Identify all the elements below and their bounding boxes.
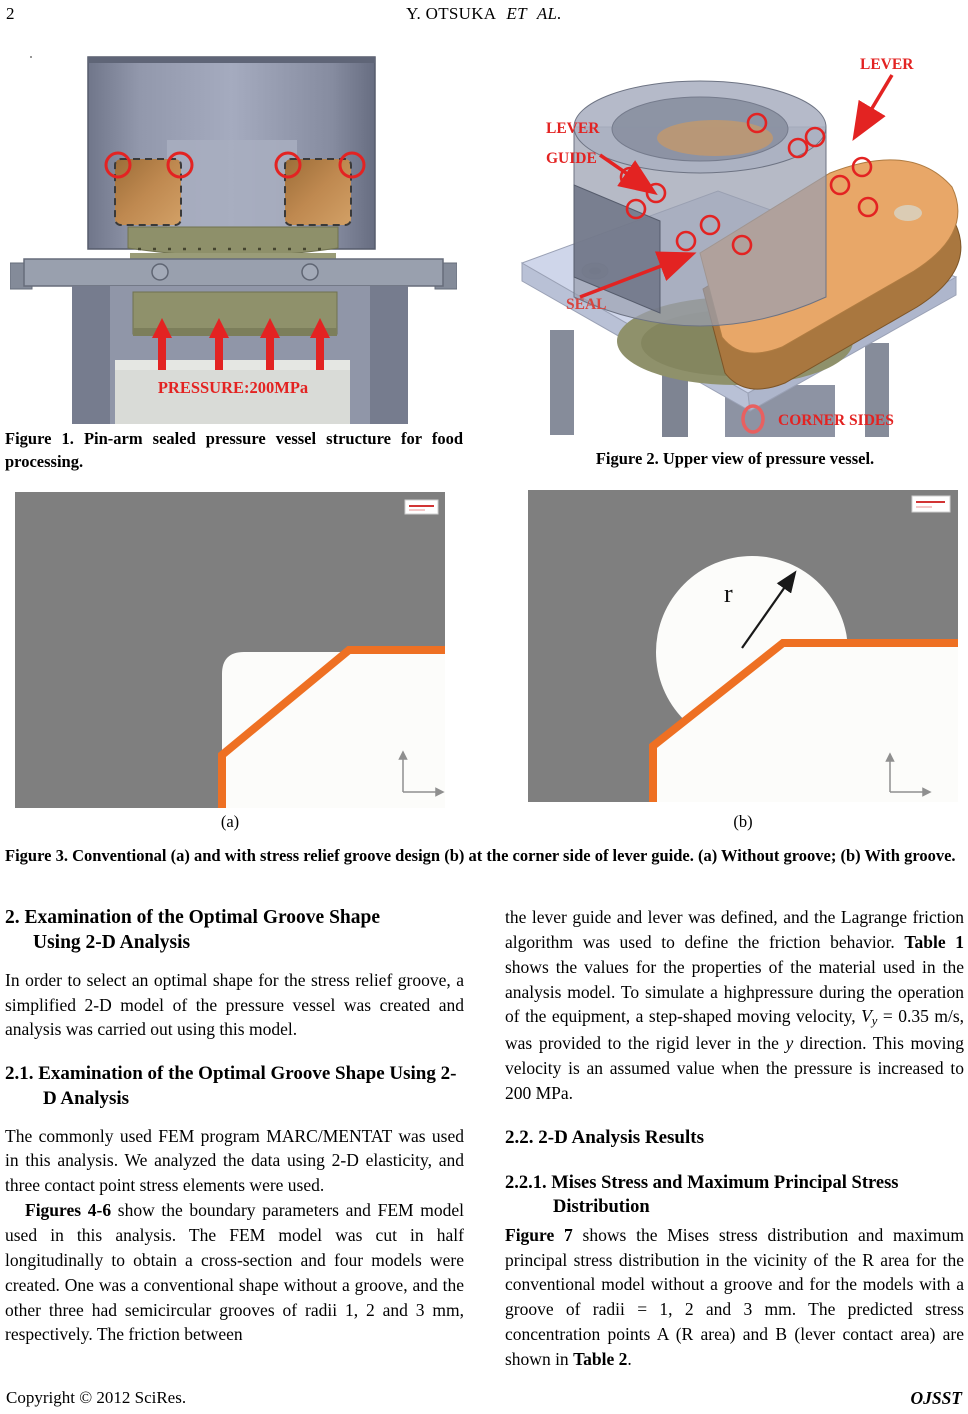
left-column: 2. Examination of the Optimal Groove Sha… bbox=[5, 905, 464, 1347]
running-head-authors: Y. OTSUKA bbox=[406, 4, 497, 23]
running-head-et: ET bbox=[506, 4, 527, 23]
table-1-ref: Table 1 bbox=[904, 931, 964, 952]
paragraph-fem-model: Figures 4-6 show the boundary parameters… bbox=[5, 1200, 464, 1345]
axis-glyph bbox=[885, 752, 932, 797]
panel-b-tag: (b) bbox=[733, 812, 753, 831]
scan-artifact-dot bbox=[30, 56, 32, 58]
pressure-arrows bbox=[152, 318, 330, 370]
section-heading-2: 2. Examination of the Optimal Groove Sha… bbox=[5, 907, 381, 954]
panel-a-tag: (a) bbox=[220, 812, 240, 831]
table-2-ref: Table 2 bbox=[573, 1348, 628, 1369]
footer-copyright: Copyright © 2012 SciRes. bbox=[6, 1388, 187, 1407]
annotation-arrows bbox=[579, 74, 894, 299]
seal-label: SEAL bbox=[566, 296, 607, 313]
lever-guide-label-line2: GUIDE bbox=[546, 150, 597, 167]
lever-guide-edge-highlight bbox=[649, 639, 958, 802]
paragraph-friction-velocity: the lever guide and lever was defined, a… bbox=[505, 907, 965, 1104]
figures-4-6-ref: Figures 4-6 bbox=[25, 1200, 112, 1221]
vessel-seal-upper bbox=[127, 226, 339, 260]
vessel-lower-body bbox=[72, 286, 408, 424]
y-direction-symbol: y bbox=[785, 1033, 794, 1054]
figure1-caption: Figure 1. Pin-arm sealed pressure vessel… bbox=[5, 429, 463, 471]
corner-sides-label: CORNER SIDES bbox=[778, 412, 894, 429]
vessel-pins bbox=[114, 158, 352, 226]
running-head-al: AL. bbox=[536, 4, 562, 23]
lever-label: LEVER bbox=[860, 56, 914, 73]
lever-guide-label-line1: LEVER bbox=[546, 120, 600, 137]
figure3-panel-b: r bbox=[528, 490, 958, 802]
lever-guide-edge-highlight bbox=[218, 646, 445, 808]
corner-side-markers bbox=[104, 151, 366, 179]
axis-glyph bbox=[398, 750, 445, 797]
right-column: the lever guide and lever was defined, a… bbox=[505, 905, 964, 1372]
section-heading-2-1: 2.1. Examination of the Optimal Groove S… bbox=[5, 1063, 457, 1109]
figure3-panel-a bbox=[15, 492, 445, 808]
paragraph-groove-intro: In order to select an optimal shape for … bbox=[5, 969, 464, 1040]
cross-section-cutout bbox=[653, 643, 958, 802]
pressure-vessel-upper-drawing: LEVER LEVER GUIDE SEAL CORNER SIDES bbox=[520, 56, 962, 437]
paragraph-fem-program: The commonly used FEM program MARC/MENTA… bbox=[5, 1125, 464, 1196]
radius-arrow bbox=[741, 570, 797, 649]
groove-radius-label: r bbox=[724, 579, 733, 608]
fem-model-without-groove bbox=[15, 492, 445, 808]
section-heading-2-2: 2.2. 2-D Analysis Results bbox=[505, 1126, 704, 1148]
figure2-upper-view-image: LEVER LEVER GUIDE SEAL CORNER SIDES bbox=[510, 45, 965, 437]
vessel-flange bbox=[9, 258, 458, 290]
pressure-label: PRESSURE:200MPa bbox=[158, 378, 308, 397]
corner-sides-legend-icon bbox=[741, 404, 765, 434]
fem-model-with-groove: r bbox=[528, 490, 958, 802]
velocity-symbol: V bbox=[861, 1006, 872, 1027]
figure3-caption: Figure 3. Conventional (a) and with stre… bbox=[5, 846, 956, 865]
software-logo-chip bbox=[404, 499, 439, 515]
figure2-caption: Figure 2. Upper view of pressure vessel. bbox=[595, 449, 875, 468]
velocity-subscript: y bbox=[871, 1014, 878, 1029]
running-head: Y. OTSUKA ET AL. bbox=[0, 4, 968, 24]
page-number: 2 bbox=[6, 4, 15, 23]
software-logo-chip bbox=[911, 495, 951, 513]
footer-journal-abbrev: OJSST bbox=[910, 1388, 962, 1408]
pressure-vessel-front-drawing: PRESSURE:200MPa bbox=[9, 56, 458, 424]
paragraph-mises-stress: Figure 7 shows the Mises stress distribu… bbox=[505, 1224, 964, 1369]
figure1-pressure-vessel-image: PRESSURE:200MPa bbox=[9, 52, 458, 427]
section-heading-2-2-1: 2.2.1. Mises Stress and Maximum Principa… bbox=[505, 1172, 899, 1217]
figure-7-ref: Figure 7 bbox=[505, 1224, 573, 1245]
cross-section-cutout bbox=[222, 652, 445, 808]
